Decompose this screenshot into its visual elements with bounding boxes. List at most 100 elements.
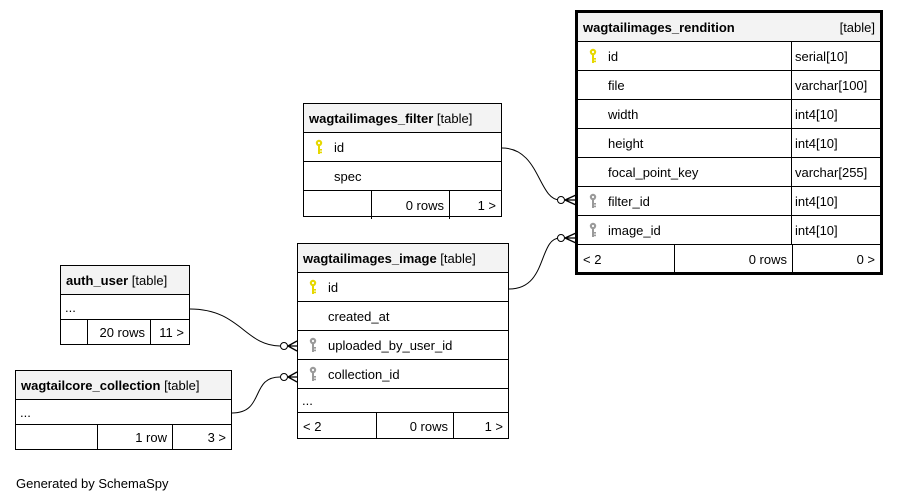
table-footer: < 2 0 rows 0 >	[578, 245, 880, 273]
key-slot	[578, 222, 608, 238]
row-count: 0 rows	[674, 245, 792, 273]
table-wagtailimages-rendition[interactable]: wagtailimages_rendition [table] id serial…	[575, 10, 883, 275]
column-row[interactable]: id	[298, 273, 508, 302]
more-columns: ...	[16, 400, 231, 425]
table-name: auth_user	[66, 272, 129, 288]
table-name: wagtailimages_image	[303, 250, 437, 266]
foreign-key-icon	[309, 366, 317, 381]
table-kind: [table]	[164, 377, 200, 393]
column-name: id	[334, 139, 345, 155]
column-type: int4[10]	[791, 100, 880, 128]
table-name: wagtailcore_collection	[21, 377, 161, 393]
column-name: width	[608, 106, 639, 122]
table-name: wagtailimages_filter	[309, 110, 434, 126]
column-row[interactable]: width int4[10]	[578, 100, 880, 129]
children-count[interactable]: 3 >	[172, 425, 231, 449]
column-name: uploaded_by_user_id	[328, 337, 453, 353]
optional-marker	[280, 342, 288, 350]
column-row[interactable]: id serial[10]	[578, 42, 880, 71]
table-kind: [table]	[839, 19, 875, 35]
key-slot	[578, 48, 608, 64]
table-header: wagtailimages_rendition [table]	[578, 13, 880, 42]
row-count: 0 rows	[376, 413, 453, 439]
foreign-key-icon	[309, 337, 317, 352]
column-row[interactable]: height int4[10]	[578, 129, 880, 158]
children-count[interactable]: 11 >	[150, 320, 189, 344]
key-slot	[298, 366, 328, 382]
connector-auth-user-to-image	[189, 308, 281, 347]
connector-collection-to-image	[231, 376, 281, 414]
table-footer: < 2 0 rows 1 >	[298, 413, 508, 439]
parents-count[interactable]: < 2	[303, 418, 322, 434]
column-name: id	[608, 48, 619, 64]
crowfoot-marker	[287, 371, 298, 383]
table-footer: 20 rows 11 >	[61, 320, 189, 344]
column-name: id	[328, 279, 339, 295]
table-header: auth_user [table]	[61, 266, 189, 295]
children-count[interactable]: 0 >	[792, 245, 880, 273]
column-name: height	[608, 135, 644, 151]
column-row[interactable]: id	[304, 133, 501, 162]
connector-filter-to-rendition	[501, 147, 561, 201]
key-slot	[298, 279, 328, 295]
more-columns: ...	[298, 389, 508, 413]
column-type: int4[10]	[791, 129, 880, 157]
crowfoot-marker	[564, 232, 577, 244]
column-row[interactable]: collection_id	[298, 360, 508, 389]
key-slot	[298, 337, 328, 353]
primary-key-icon	[315, 139, 323, 154]
primary-key-icon	[589, 48, 597, 63]
column-row[interactable]: file varchar[100]	[578, 71, 880, 100]
table-auth-user[interactable]: auth_user [table] ... 20 rows 11 >	[60, 265, 190, 345]
column-name: focal_point_key	[608, 164, 699, 180]
column-type: varchar[255]	[791, 158, 880, 186]
table-header: wagtailimages_image [table]	[298, 244, 508, 273]
column-name: spec	[334, 168, 362, 184]
column-type: varchar[100]	[791, 71, 880, 99]
generated-by-label: Generated by SchemaSpy	[16, 476, 169, 491]
column-type: serial[10]	[791, 42, 880, 70]
table-kind: [table]	[131, 272, 168, 288]
parents-count	[16, 425, 97, 449]
optional-marker	[280, 373, 288, 381]
row-count: 20 rows	[87, 320, 150, 344]
row-count: 1 row	[97, 425, 172, 449]
connector-image-to-rendition	[508, 237, 561, 290]
table-kind: [table]	[436, 110, 473, 126]
children-count[interactable]: 1 >	[449, 191, 501, 219]
table-wagtailcore-collection[interactable]: wagtailcore_collection [table] ... 1 row…	[15, 370, 232, 450]
key-slot	[578, 193, 608, 209]
parents-count[interactable]: < 2	[583, 251, 602, 267]
table-wagtailimages-filter[interactable]: wagtailimages_filter [table] id spec 0 ro…	[303, 103, 502, 219]
column-row[interactable]: spec	[304, 162, 501, 191]
column-name: collection_id	[328, 366, 400, 382]
table-footer: 0 rows 1 >	[304, 191, 501, 219]
table-header: wagtailcore_collection [table]	[16, 371, 231, 400]
column-type: int4[10]	[791, 216, 880, 244]
foreign-key-icon	[589, 222, 597, 237]
table-wagtailimages-image[interactable]: wagtailimages_image [table] id created_at…	[297, 243, 509, 439]
primary-key-icon	[309, 279, 317, 294]
crowfoot-marker	[287, 340, 298, 352]
column-name: created_at	[328, 308, 390, 324]
column-type: int4[10]	[791, 187, 880, 215]
column-row[interactable]: uploaded_by_user_id	[298, 331, 508, 360]
column-name: file	[608, 77, 625, 93]
key-slot	[304, 139, 334, 155]
crowfoot-marker	[564, 194, 577, 206]
table-name: wagtailimages_rendition	[583, 19, 735, 35]
optional-marker	[557, 234, 565, 242]
column-row[interactable]: image_id int4[10]	[578, 216, 880, 245]
column-row[interactable]: created_at	[298, 302, 508, 331]
table-footer: 1 row 3 >	[16, 425, 231, 449]
column-row[interactable]: focal_point_key varchar[255]	[578, 158, 880, 187]
table-kind: [table]	[440, 250, 476, 266]
parents-count	[61, 320, 87, 344]
children-count[interactable]: 1 >	[453, 413, 508, 439]
table-header: wagtailimages_filter [table]	[304, 104, 501, 133]
column-name: image_id	[608, 222, 661, 238]
more-columns: ...	[61, 295, 189, 320]
row-count: 0 rows	[371, 191, 449, 219]
